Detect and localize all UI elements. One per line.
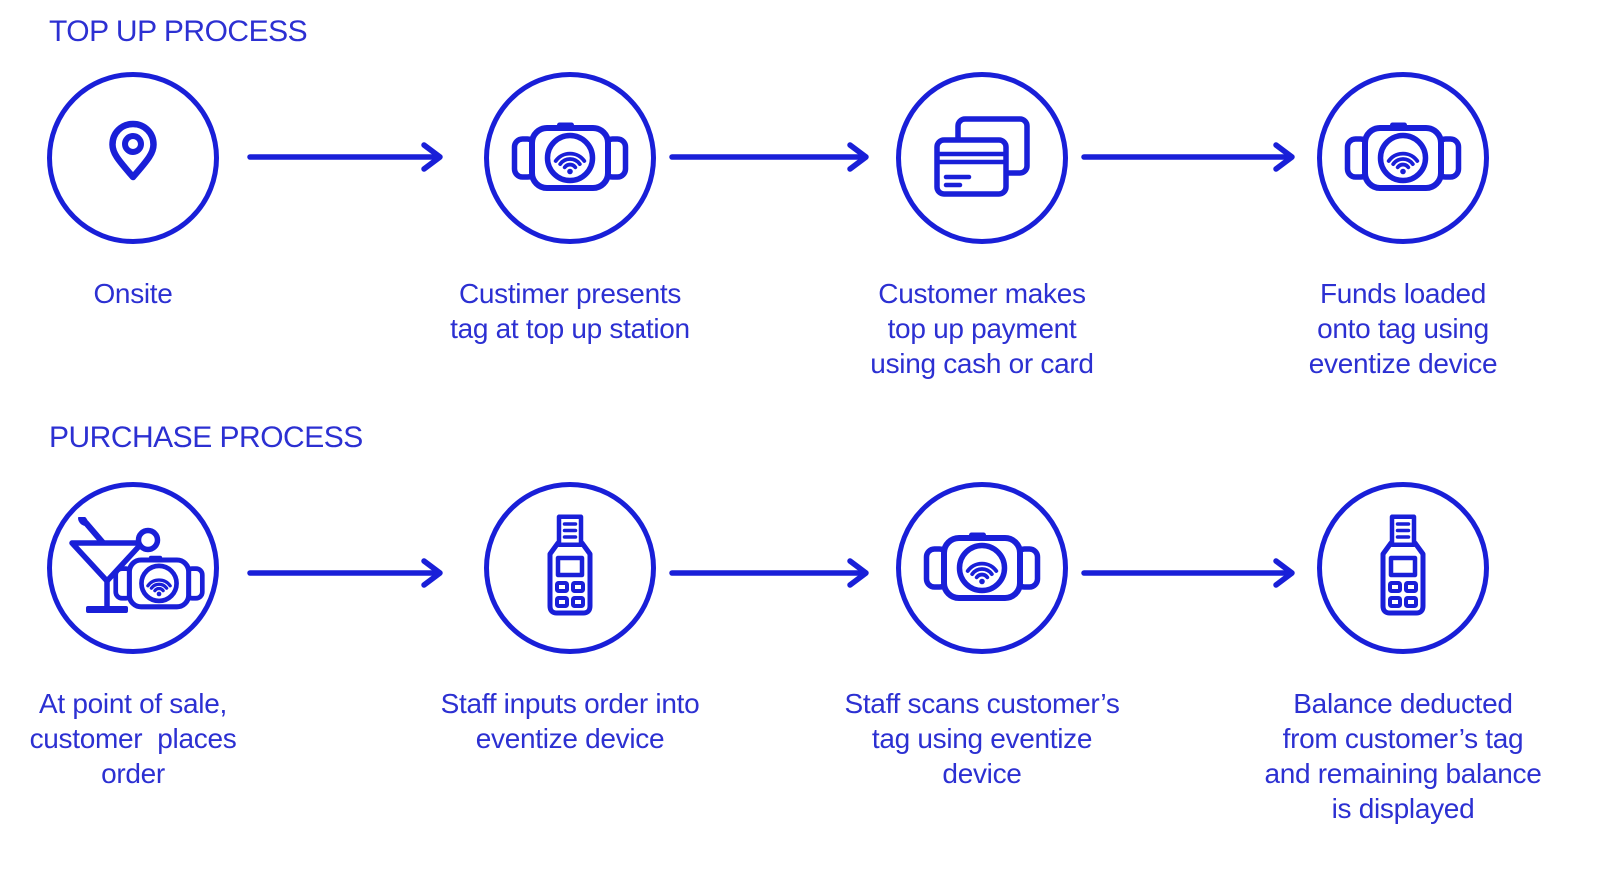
step-caption: Custimer presents tag at top up station (450, 278, 690, 344)
pos-terminal-icon (1380, 514, 1426, 616)
step-badge (896, 72, 1068, 244)
credit-cards-icon (934, 116, 1030, 197)
wifi-icon (965, 561, 999, 585)
wifi-icon (553, 151, 587, 175)
section-title-topup: TOP UP PROCESS (49, 15, 308, 48)
step-badge (1317, 72, 1489, 244)
step-caption: At point of sale, customer places order (29, 688, 237, 789)
step-badge (1317, 482, 1489, 654)
step-purchase-staff-inputs: Staff inputs order into eventize device (360, 482, 780, 756)
nfc-wristband-icon (923, 532, 1041, 601)
step-topup-onsite: Onsite (0, 72, 343, 311)
right-arrow-icon (669, 142, 869, 172)
step-caption: Customer makes top up payment using cash… (870, 278, 1094, 379)
step-purchase-scan-tag: Staff scans customer’s tag using eventiz… (772, 482, 1192, 791)
nfc-wristband-icon (113, 555, 205, 610)
right-arrow-icon (669, 558, 869, 588)
location-pin-icon (109, 120, 157, 181)
step-caption: Staff scans customer’s tag using eventiz… (844, 688, 1120, 789)
right-arrow-icon (247, 142, 443, 172)
nfc-wristband-icon (1344, 122, 1462, 191)
step-badge (484, 482, 656, 654)
step-caption: Staff inputs order into eventize device (440, 688, 700, 754)
step-badge (484, 72, 656, 244)
step-topup-present-tag: Custimer presents tag at top up station (360, 72, 780, 346)
step-badge (47, 72, 219, 244)
right-arrow-icon (1081, 142, 1295, 172)
step-badge (47, 482, 219, 654)
step-purchase-order: At point of sale, customer places order (0, 482, 343, 791)
step-badge (896, 482, 1068, 654)
step-topup-payment: Customer makes top up payment using cash… (772, 72, 1192, 381)
step-purchase-balance: Balance deducted from customer’s tag and… (1193, 482, 1613, 826)
wifi-icon (1386, 151, 1420, 175)
step-caption: Funds loaded onto tag using eventize dev… (1308, 278, 1498, 379)
nfc-wristband-icon (511, 122, 629, 191)
step-topup-funds-loaded: Funds loaded onto tag using eventize dev… (1193, 72, 1613, 381)
right-arrow-icon (247, 558, 443, 588)
cocktail-wristband-icon (69, 517, 205, 613)
right-arrow-icon (1081, 558, 1295, 588)
section-title-purchase: PURCHASE PROCESS (49, 421, 363, 454)
step-caption: Onsite (93, 278, 173, 309)
step-caption: Balance deducted from customer’s tag and… (1264, 688, 1542, 824)
pos-terminal-icon (547, 514, 593, 616)
wifi-icon (146, 578, 172, 597)
